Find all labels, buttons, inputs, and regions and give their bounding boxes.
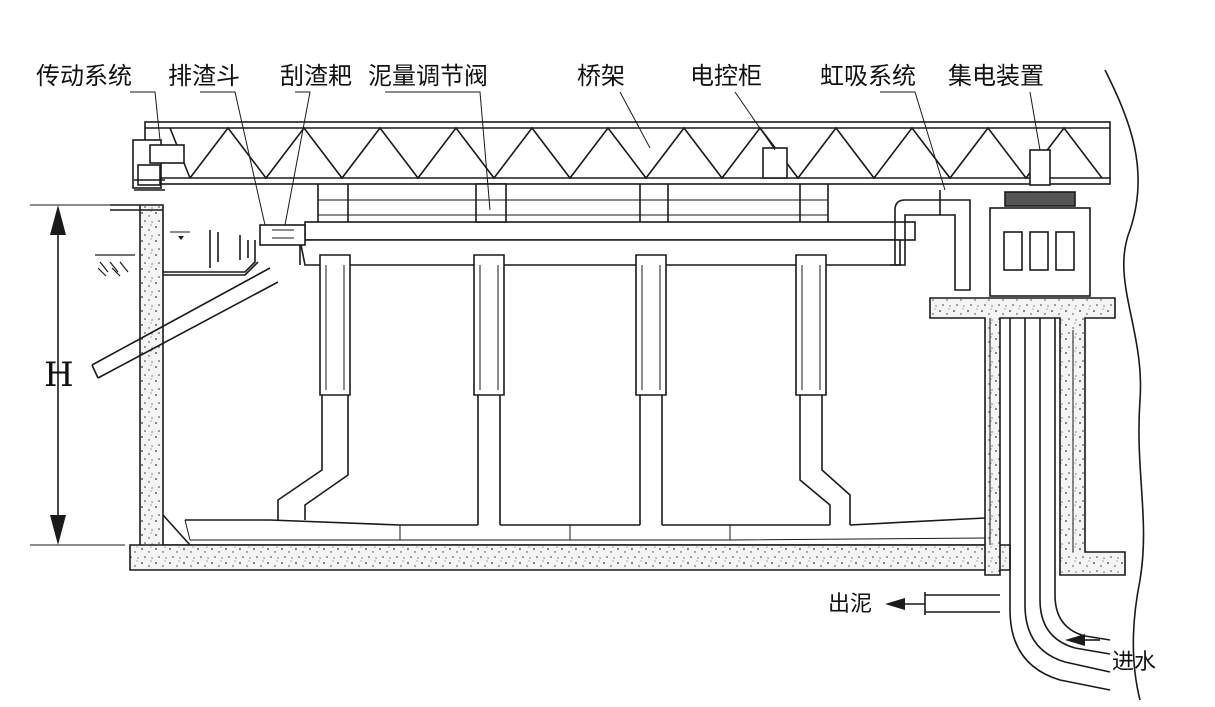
arrows	[50, 205, 1085, 646]
right-edge	[1104, 69, 1145, 701]
label-water-in: 进水	[1112, 650, 1157, 675]
label-scum-hopper: 排渣斗	[168, 62, 240, 90]
bridge-lower-beam	[299, 221, 916, 266]
siphon-pipe	[890, 190, 971, 291]
hangers	[317, 183, 829, 223]
bridge-truss	[144, 121, 1111, 185]
label-bridge: 桥架	[577, 62, 625, 90]
scum-discharge-pipe	[91, 267, 279, 379]
floor-scrapers	[184, 517, 986, 541]
scum-rake	[259, 224, 306, 246]
ground-hatch	[95, 254, 135, 277]
label-control-cabinet: 电控柜	[690, 62, 762, 90]
right-structure	[929, 297, 1126, 576]
tank-floor	[129, 544, 1011, 571]
tank-corner	[162, 514, 191, 546]
drive-unit	[132, 139, 185, 191]
label-siphon-system: 虹吸系统	[820, 62, 916, 90]
label-drive-system: 传动系统	[36, 62, 132, 90]
label-sludge-valve: 泥量调节阀	[368, 62, 488, 90]
scum-trough	[163, 240, 256, 273]
control-cabinet	[762, 147, 788, 179]
leader-lines	[130, 91, 1041, 226]
label-sludge-out: 出泥	[828, 592, 873, 617]
sludge-outlet	[924, 592, 1000, 615]
label-height: H	[44, 355, 74, 395]
label-collector: 集电装置	[948, 62, 1044, 90]
label-scum-rake: 刮渣耙	[280, 62, 352, 90]
height-dimension	[30, 204, 125, 546]
collector-unit	[989, 149, 1091, 297]
suction-pipes	[277, 254, 851, 525]
